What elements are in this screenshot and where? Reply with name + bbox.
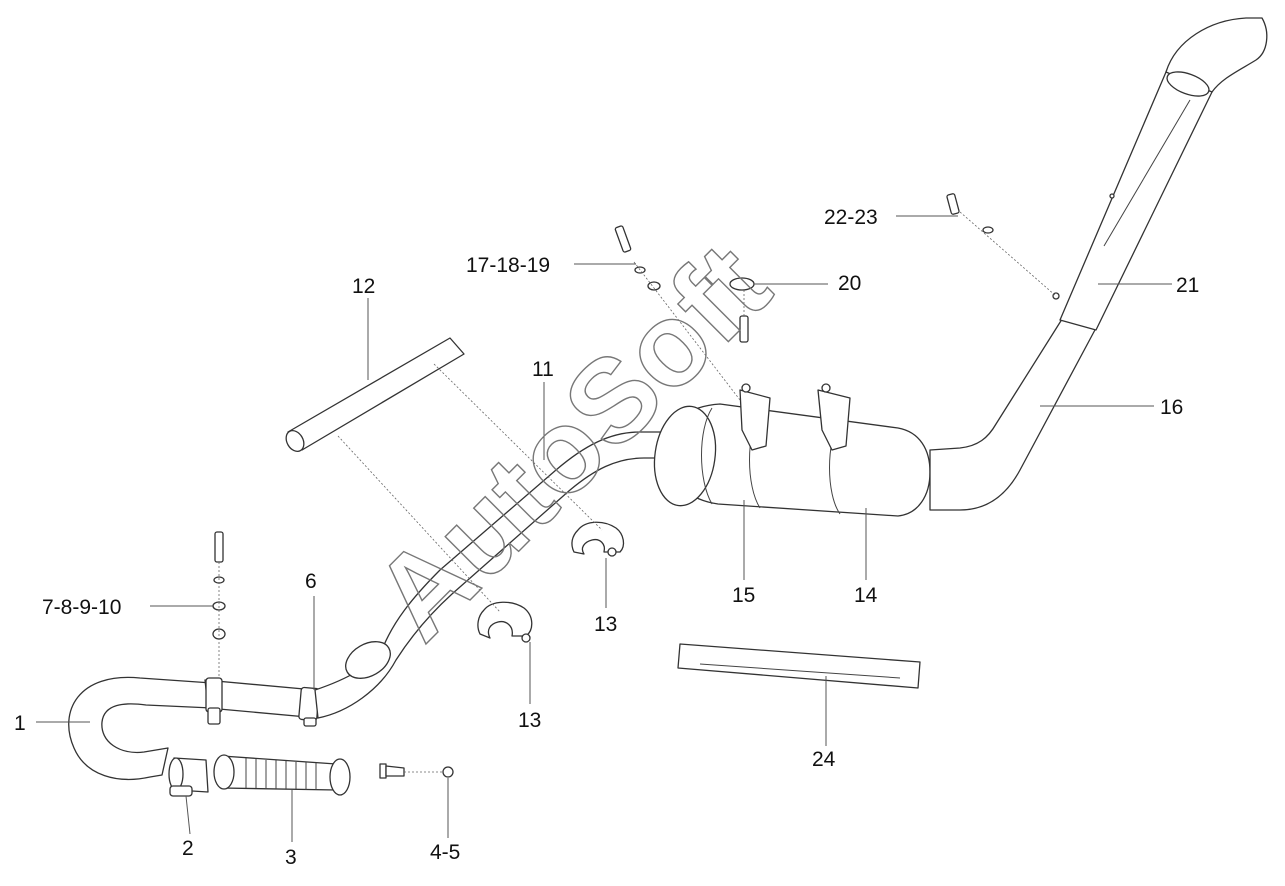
callout-13-upper: 13: [594, 613, 617, 636]
assembly-lines: [218, 211, 1057, 773]
part-16-tail-pipe: [929, 315, 1097, 511]
part-7-10-bracket: [205, 677, 223, 725]
part-15-straps: [739, 383, 851, 451]
part-13-clamp-lower: [477, 601, 533, 643]
callout-12: 12: [352, 275, 375, 298]
callout-13-lower: 13: [518, 709, 541, 732]
callout-14: 14: [854, 584, 878, 607]
part-24-heat-shield: [677, 643, 921, 689]
part-14-muffler: [653, 403, 931, 517]
part-12-heat-shield: [285, 337, 465, 452]
callout-22-23: 22-23: [824, 206, 878, 229]
callout-6: 6: [305, 570, 317, 593]
callout-2: 2: [182, 837, 194, 860]
callout-11: 11: [532, 358, 554, 381]
callout-15: 15: [732, 584, 755, 607]
leader-lines: [36, 215, 1172, 842]
part-21-stack-pipe: [1052, 17, 1268, 331]
callout-21: 21: [1176, 274, 1199, 297]
callout-24: 24: [812, 748, 836, 771]
callout-17-18-19: 17-18-19: [466, 254, 550, 277]
callout-7-8-9-10: 7-8-9-10: [42, 596, 121, 619]
part-22-23-hardware: [946, 193, 994, 234]
callout-4-5: 4-5: [430, 841, 460, 864]
part-3-flex-pipe: [213, 754, 351, 796]
part-4-5-bolt-nut: [379, 763, 454, 779]
part-6-clamp: [298, 686, 320, 727]
callout-1: 1: [14, 712, 26, 735]
callout-16: 16: [1160, 396, 1183, 419]
callout-20: 20: [838, 272, 861, 295]
part-13-clamp-upper: [571, 521, 625, 557]
callout-3: 3: [285, 846, 297, 869]
part-2-clamp: [168, 757, 209, 797]
